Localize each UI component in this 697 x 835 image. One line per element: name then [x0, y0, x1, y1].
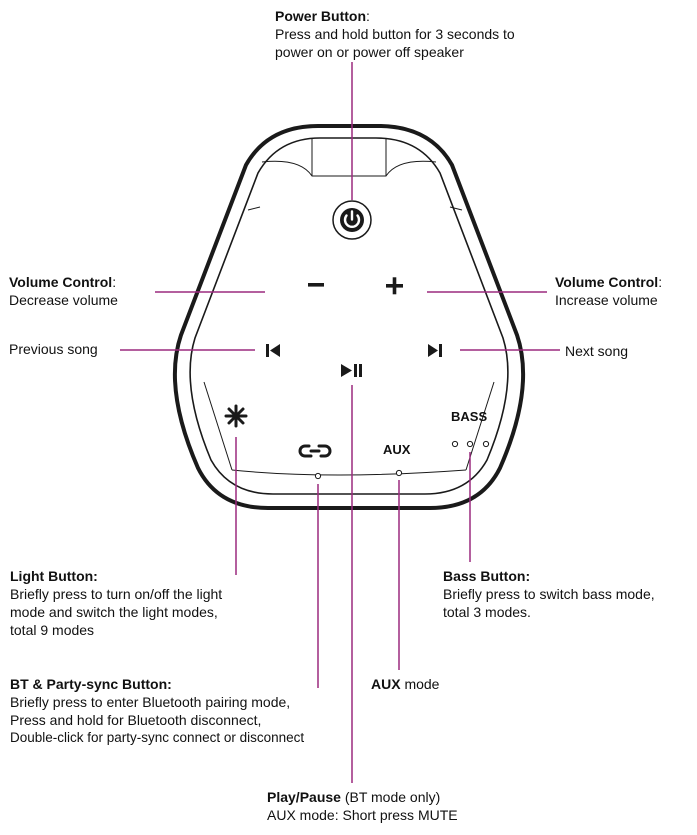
previous-button[interactable]	[266, 344, 280, 357]
next-button[interactable]	[428, 344, 442, 357]
volume-up-button[interactable]	[386, 277, 403, 295]
power-callout-line-2: power on or power off speaker	[275, 44, 464, 60]
bass-label: BASS	[451, 409, 487, 424]
play-callout: Play/Pause (BT mode only) AUX mode: Shor…	[267, 788, 458, 824]
volume-up-callout-title: Volume Control	[555, 274, 659, 290]
next-callout: Next song	[565, 343, 629, 359]
light-icon	[224, 404, 248, 428]
light-button[interactable]	[224, 404, 248, 428]
aux-callout-title: AUX	[371, 676, 401, 692]
volume-up-callout: Volume Control: Increase volume	[555, 273, 662, 309]
bt-party-sync-button[interactable]	[298, 444, 332, 480]
light-callout-line-3: total 9 modes	[10, 622, 95, 638]
bass-led-1	[451, 440, 459, 448]
leader-lines	[120, 62, 560, 783]
aux-label: AUX	[383, 442, 411, 457]
power-callout: Power Button: Press and hold button for …	[275, 7, 515, 61]
bt-callout: BT & Party-sync Button: Briefly press to…	[10, 675, 304, 747]
aux-callout: AUX mode	[371, 675, 439, 693]
bt-link-icon	[298, 444, 332, 458]
previous-callout: Previous song	[9, 341, 98, 357]
light-callout-line-2: mode and switch the light modes,	[10, 604, 218, 620]
bass-callout: Bass Button: Briefly press to switch bas…	[443, 567, 655, 621]
power-callout-suffix: :	[366, 8, 370, 24]
volume-down-button[interactable]	[308, 283, 324, 287]
panel-seams	[203, 138, 495, 476]
power-icon	[343, 210, 361, 228]
aux-indicator: AUX	[383, 442, 411, 477]
bass-callout-line-1: Briefly press to switch bass mode,	[443, 586, 655, 602]
bt-callout-line-1: Briefly press to enter Bluetooth pairing…	[10, 694, 291, 710]
volume-down-callout-title: Volume Control	[9, 274, 113, 290]
next-icon	[428, 344, 442, 357]
bt-callout-line-3: Double-click for party-sync connect or d…	[10, 730, 305, 745]
power-callout-title: Power Button	[275, 8, 366, 24]
light-callout-title: Light Button:	[10, 568, 98, 584]
bass-button[interactable]: BASS	[451, 409, 490, 448]
bt-callout-title: BT & Party-sync Button:	[10, 676, 172, 692]
plus-icon	[386, 277, 403, 295]
play-callout-line-1: AUX mode: Short press MUTE	[267, 807, 458, 823]
play-pause-icon	[341, 364, 362, 377]
bt-indicator-led	[314, 472, 322, 480]
play-callout-suffix: (BT mode only)	[340, 789, 441, 805]
light-callout-line-1: Briefly press to turn on/off the light	[10, 586, 223, 602]
power-callout-line-1: Press and hold button for 3 seconds to	[275, 26, 515, 42]
volume-down-callout: Volume Control: Decrease volume	[9, 273, 118, 309]
previous-icon	[266, 344, 280, 357]
speaker-inner-panel	[189, 137, 509, 495]
speaker-outer-outline	[172, 124, 526, 510]
bass-led-3	[482, 440, 490, 448]
bass-led-2	[466, 440, 474, 448]
aux-callout-suffix: mode	[400, 676, 440, 692]
play-pause-button[interactable]	[341, 364, 362, 377]
light-callout: Light Button: Briefly press to turn on/o…	[10, 567, 222, 639]
play-callout-title: Play/Pause	[267, 789, 341, 805]
power-button[interactable]	[332, 200, 372, 240]
minus-icon	[308, 283, 324, 287]
volume-up-callout-line-1: Increase volume	[555, 292, 658, 308]
volume-down-callout-suffix: :	[112, 274, 117, 290]
bt-callout-line-2: Press and hold for Bluetooth disconnect,	[10, 712, 262, 728]
bass-callout-line-2: total 3 modes.	[443, 604, 531, 620]
volume-up-callout-suffix: :	[658, 274, 663, 290]
aux-indicator-led	[395, 469, 403, 477]
volume-down-callout-line-1: Decrease volume	[9, 292, 118, 308]
bass-callout-title: Bass Button:	[443, 568, 531, 584]
